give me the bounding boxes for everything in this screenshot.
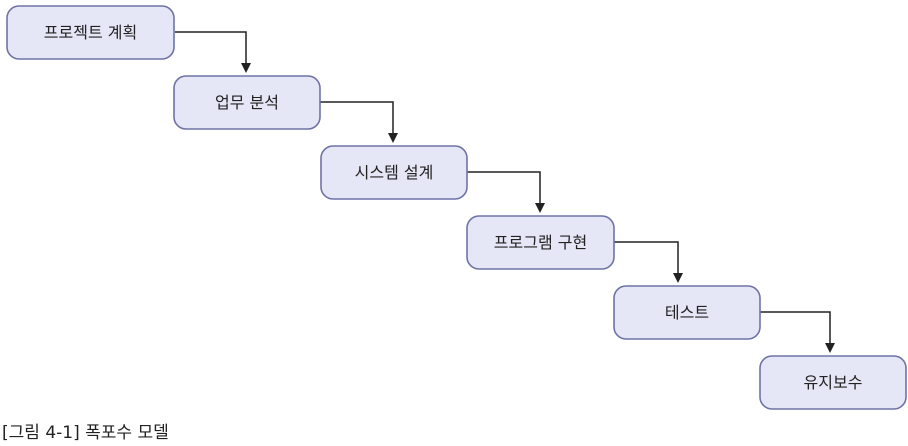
step-maintenance-label: 유지보수: [804, 373, 863, 392]
connector-analysis-to-design: [320, 101, 398, 143]
step-project-planning-label: 프로젝트 계획: [44, 23, 137, 42]
figure-caption: [그림 4-1] 폭포수 모델: [2, 423, 169, 443]
step-program-implementation-label: 프로그램 구현: [494, 233, 587, 252]
step-program-implementation: 프로그램 구현: [466, 215, 615, 270]
connector-plan-to-analysis: [175, 31, 251, 73]
step-business-analysis: 업무 분석: [173, 75, 321, 130]
connector-design-to-implementation: [467, 171, 545, 213]
step-system-design: 시스템 설계: [320, 145, 468, 200]
step-business-analysis-label: 업무 분석: [215, 93, 279, 112]
step-system-design-label: 시스템 설계: [355, 163, 434, 182]
step-test: 테스트: [613, 285, 761, 340]
step-test-label: 테스트: [665, 303, 709, 322]
connector-test-to-maintenance: [760, 311, 835, 353]
connector-implementation-to-test: [614, 241, 683, 283]
step-maintenance: 유지보수: [759, 355, 907, 410]
step-project-planning: 프로젝트 계획: [6, 5, 175, 60]
